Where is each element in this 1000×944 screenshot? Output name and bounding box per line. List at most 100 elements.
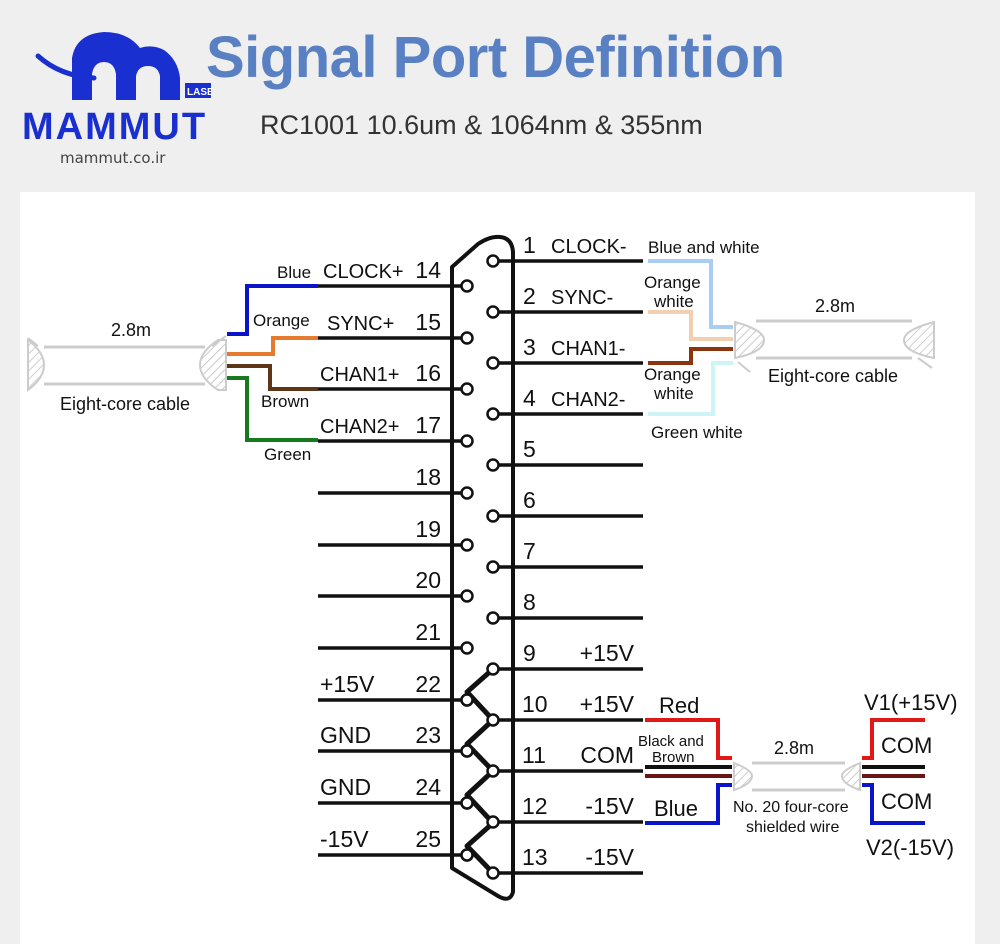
pin-23-signal: GND xyxy=(320,722,371,748)
pin-16-number: 16 xyxy=(415,360,441,386)
wire-blue-white xyxy=(648,259,733,329)
pin-17-contact xyxy=(460,434,474,448)
pin-4-contact xyxy=(486,407,500,421)
power-label-blue: Blue xyxy=(654,796,698,821)
pin-13-contact xyxy=(486,866,500,880)
pin-20-contact xyxy=(460,589,474,603)
pin-22-contact-overlay xyxy=(460,693,474,707)
right-eight-core-cable: 2.8m Eight-core cable xyxy=(734,296,935,386)
pin-2-signal: SYNC- xyxy=(551,287,613,309)
power-out-com2: COM xyxy=(881,789,932,814)
pin-17-signal: CHAN2+ xyxy=(320,416,399,438)
pin-14-contact xyxy=(460,279,474,293)
pin-2-number: 2 xyxy=(523,283,536,309)
power-wire-red-in xyxy=(645,718,732,760)
pin-15-contact xyxy=(460,331,474,345)
power-out-com1: COM xyxy=(881,733,932,758)
pin-14-number: 14 xyxy=(415,257,441,283)
left-cable-label: Eight-core cable xyxy=(60,394,190,414)
logo-laser-tag: LASER xyxy=(187,87,212,98)
page-title: Signal Port Definition xyxy=(206,25,785,90)
wire-green xyxy=(227,376,318,442)
pin-11-contact xyxy=(486,764,500,778)
pin-5-number: 5 xyxy=(523,436,536,462)
wire-green-white xyxy=(648,361,733,416)
wire-label-orange-white-1: Orange white xyxy=(644,273,705,311)
pin-12-contact xyxy=(486,815,500,829)
pin-16-contact xyxy=(460,382,474,396)
pin-12-number: 12 xyxy=(522,793,548,819)
power-cable-label-line1: No. 20 four-core xyxy=(733,799,849,816)
page-subtitle: RC1001 10.6um & 1064nm & 355nm xyxy=(260,110,703,140)
power-wire-red-out xyxy=(862,718,925,760)
wire-label-orange-white-2: Orange white xyxy=(644,365,705,403)
pin-19-contact xyxy=(460,538,474,552)
wire-blue xyxy=(227,284,318,336)
power-wire-blue-in xyxy=(645,783,732,825)
power-wire-blue-out xyxy=(862,783,925,825)
pin-9-signal: +15V xyxy=(580,640,635,666)
pin-25-contact-overlay xyxy=(460,848,474,862)
power-shielded-cable: 2.8m No. 20 four-core shielded wire xyxy=(733,738,861,836)
pin-24-contact-overlay xyxy=(460,796,474,810)
pin-3-signal: CHAN1- xyxy=(551,338,625,360)
pin-1-signal: CLOCK- xyxy=(551,236,627,258)
pin-25-signal: -15V xyxy=(320,826,369,852)
wire-brown xyxy=(227,364,318,391)
pin-25-number: 25 xyxy=(415,826,441,852)
pin-10-number: 10 xyxy=(522,691,548,717)
right-cable-label: Eight-core cable xyxy=(768,366,898,386)
pin-23-number: 23 xyxy=(415,722,441,748)
pin-10-contact xyxy=(486,713,500,727)
pin-4-number: 4 xyxy=(523,385,536,411)
pin-22-signal: +15V xyxy=(320,671,375,697)
website-url: mammut.co.ir xyxy=(60,149,166,167)
wire-label-orange-white-1-line: Orange xyxy=(644,273,701,292)
power-out-v1: V1(+15V) xyxy=(864,690,958,715)
pin-9-number: 9 xyxy=(523,640,536,666)
power-label-red: Red xyxy=(659,693,699,718)
wire-label-brown: Brown xyxy=(261,392,309,411)
wire-label-blue-white: Blue and white xyxy=(648,238,760,257)
pin-16-signal: CHAN1+ xyxy=(320,364,399,386)
pin-13-signal: -15V xyxy=(585,844,634,870)
right-pin-group xyxy=(486,254,643,875)
pin-23-contact-overlay xyxy=(460,744,474,758)
pin-7-contact xyxy=(486,560,500,574)
mammoth-silhouette xyxy=(72,32,180,100)
pin-1-contact xyxy=(486,254,500,268)
pin-17-number: 17 xyxy=(415,412,441,438)
wire-orange xyxy=(227,336,318,356)
pin-21-contact xyxy=(460,641,474,655)
pin-13-number: 13 xyxy=(522,844,548,870)
pin-6-number: 6 xyxy=(523,487,536,513)
pin-10-signal: +15V xyxy=(580,691,635,717)
pin-22-number: 22 xyxy=(415,671,441,697)
pin-19-number: 19 xyxy=(415,516,441,542)
pin-6-contact xyxy=(486,509,500,523)
pin-21-number: 21 xyxy=(415,619,441,645)
pin-18-contact xyxy=(460,486,474,500)
db25-connector-body xyxy=(450,234,515,901)
power-label-black-brown-1: Black and xyxy=(638,733,704,750)
left-eight-core-cable: 2.8m Eight-core cable xyxy=(27,320,227,414)
pin-24-number: 24 xyxy=(415,774,441,800)
pin-4-signal: CHAN2- xyxy=(551,389,625,411)
pin-5-contact xyxy=(486,458,500,472)
pin-3-contact xyxy=(486,356,500,370)
wire-orange-white-dark xyxy=(648,347,733,365)
pin-11-number: 11 xyxy=(522,742,546,768)
pin-1-number: 1 xyxy=(523,232,536,258)
mammoth-tusk xyxy=(35,53,97,81)
pin-3-number: 3 xyxy=(523,334,536,360)
left-cable-length: 2.8m xyxy=(111,320,151,340)
power-out-v2: V2(-15V) xyxy=(866,835,954,860)
pin-2-contact xyxy=(486,305,500,319)
wire-label-blue: Blue xyxy=(277,263,311,282)
brand-name: MAMMUT xyxy=(22,106,208,148)
power-cable-label-line2: shielded wire xyxy=(746,819,839,836)
pin-20-number: 20 xyxy=(415,567,441,593)
mammut-logo-icon: LASER xyxy=(35,32,212,100)
wire-label-green-white: Green white xyxy=(651,423,743,442)
